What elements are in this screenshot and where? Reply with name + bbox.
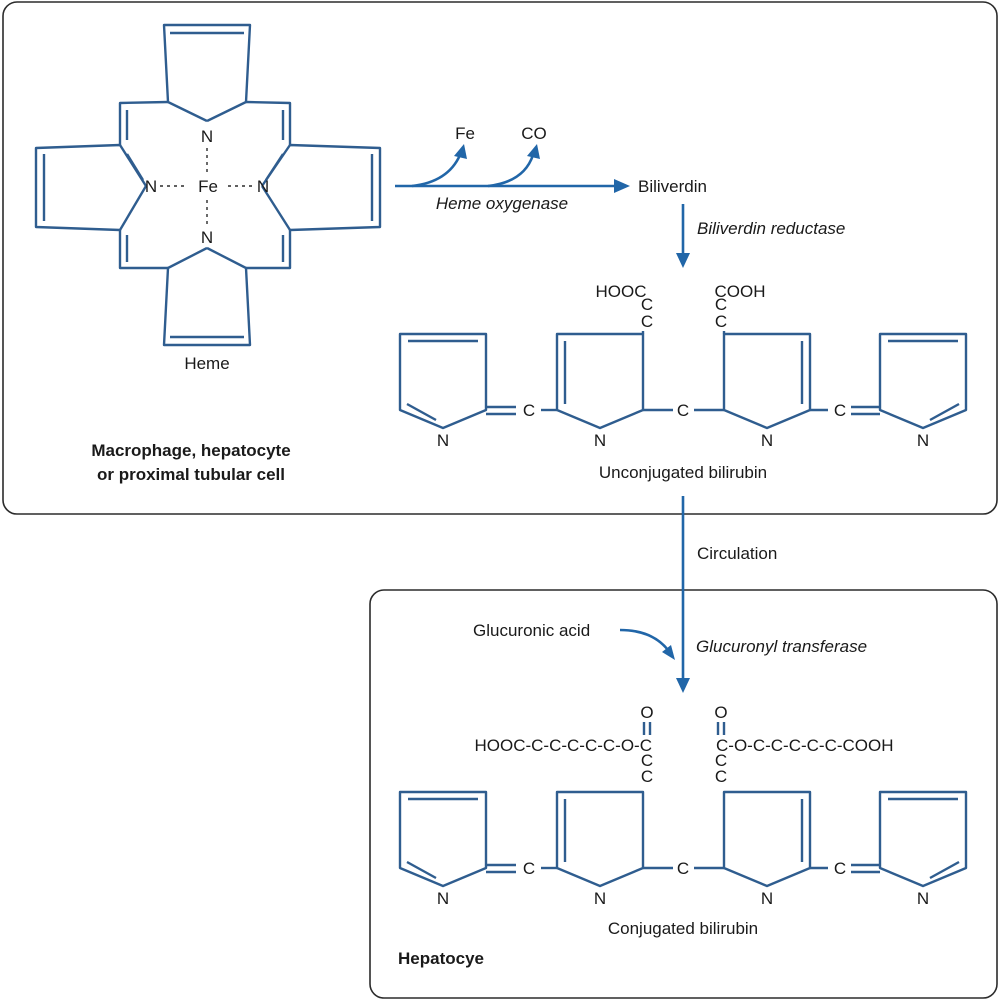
cell-panel [2,1,998,515]
conj-n3: N [761,889,773,908]
conj-left-carbonyl-o: O [640,703,653,722]
fe-release-arrow [411,154,462,188]
co-release-arrowhead [527,144,540,159]
co-release-arrow [487,154,535,188]
heme-bridge-bl [118,230,168,270]
heme-left-pyrrole [34,143,148,232]
conj-right-glucuronide-chain: C-O-C-C-C-C-C-COOH [716,736,894,755]
glucuronic-acid-arrow [619,628,670,651]
conj-ring3 [722,790,812,888]
conj-left-c2: C [641,767,653,786]
fe-byproduct-label: Fe [455,124,475,143]
unconj-ring4-double-right [929,402,960,422]
conj-n4: N [917,889,929,908]
unconj-n2: N [594,431,606,450]
cell-panel-label-line1: Macrophage, hepatocyte [91,441,290,460]
unconj-cooh-group: COOH [715,282,766,301]
conj-ring2 [555,790,645,888]
biliverdin-label: Biliverdin [638,177,707,196]
conj-n1: N [437,889,449,908]
conjugated-bilirubin-label: Conjugated bilirubin [608,919,758,938]
heme-right-cn-double-bond [264,153,285,181]
hepatocyte-panel-label: Hepatocye [398,949,484,968]
unconj-right-c1: C [715,295,727,314]
unconj-bridge3-double [851,405,880,416]
heme-n-bottom: N [201,228,213,247]
unconj-ring1 [398,332,488,430]
conj-right-c2: C [715,767,727,786]
conj-left-carbonyl-bond [642,722,652,735]
biliverdin-reductase-label: Biliverdin reductase [697,219,845,238]
conj-n2: N [594,889,606,908]
conj-right-carbonyl-o: O [714,703,727,722]
heme-bridge-tl [118,100,169,145]
conj-ring4-double-right [929,860,960,880]
conj-bridge1-c: C [523,859,535,878]
conj-bridge3-c: C [834,859,846,878]
unconj-n4: N [917,431,929,450]
unconj-left-c2: C [641,312,653,331]
unconj-bridge3-c: C [834,401,846,420]
circulation-arrowhead [676,678,690,693]
heme-bridge-br [246,230,292,270]
unconj-n1: N [437,431,449,450]
heme-left-cn-double-bond [125,153,145,181]
conj-bridge1-double [486,863,516,874]
conj-bridge2-c: C [677,859,689,878]
unconj-right-c2: C [715,312,727,331]
heme-label: Heme [184,354,229,373]
conj-ring4 [878,790,968,888]
heme-oxygenase-reaction [395,144,630,193]
conjugated-bilirubin-structure: O O HOOC-C-C-C-C-C-O-C C-O-C-C-C-C-C-COO… [398,703,968,908]
glucuronic-acid-arrowhead [662,645,675,660]
unconj-ring2 [555,332,645,430]
conj-ring1-double-left [406,860,437,880]
heme-n-right: N [257,177,269,196]
fe-release-arrowhead [454,144,467,159]
heme-fe-atom: Fe [198,177,218,196]
co-byproduct-label: CO [521,124,547,143]
glucuronyl-transferase-label: Glucuronyl transferase [696,637,867,656]
conj-ring1 [398,790,488,888]
heme-right-pyrrole [260,143,382,232]
heme-n-left: N [145,177,157,196]
unconjugated-bilirubin-label: Unconjugated bilirubin [599,463,767,482]
unconj-ring3 [722,332,812,430]
circulation-label: Circulation [697,544,777,563]
unconj-ring4 [878,332,968,430]
heme-n-top: N [201,127,213,146]
unconj-n3: N [761,431,773,450]
unconj-hooc-group: HOOC [596,282,647,301]
biliverdin-reductase-arrowhead [676,253,690,268]
unconj-left-c1: C [641,295,653,314]
unconj-bridge2-c: C [677,401,689,420]
unconj-bridge1-double [486,405,516,416]
heme-oxygenase-label: Heme oxygenase [436,194,568,213]
heme-to-biliverdin-arrowhead [614,179,630,193]
unconj-bridge1-c: C [523,401,535,420]
heme-bottom-pyrrole [162,246,252,347]
conj-left-glucuronide-chain: HOOC-C-C-C-C-C-O-C [474,736,652,755]
heme-structure: N N Fe N N [34,23,382,347]
heme-bridge-tr [245,100,292,145]
conj-left-c1: C [641,751,653,770]
conj-right-carbonyl-bond [716,722,726,735]
unconjugated-bilirubin-structure: HOOC C C COOH C C C C C N N N N [398,282,968,450]
heme-top-pyrrole [162,23,252,123]
conj-bridge3-double [851,863,880,874]
conj-right-c1: C [715,751,727,770]
glucuronic-acid-label: Glucuronic acid [473,621,590,640]
unconj-ring1-double-left [406,402,437,422]
cell-panel-label-line2: or proximal tubular cell [97,465,285,484]
